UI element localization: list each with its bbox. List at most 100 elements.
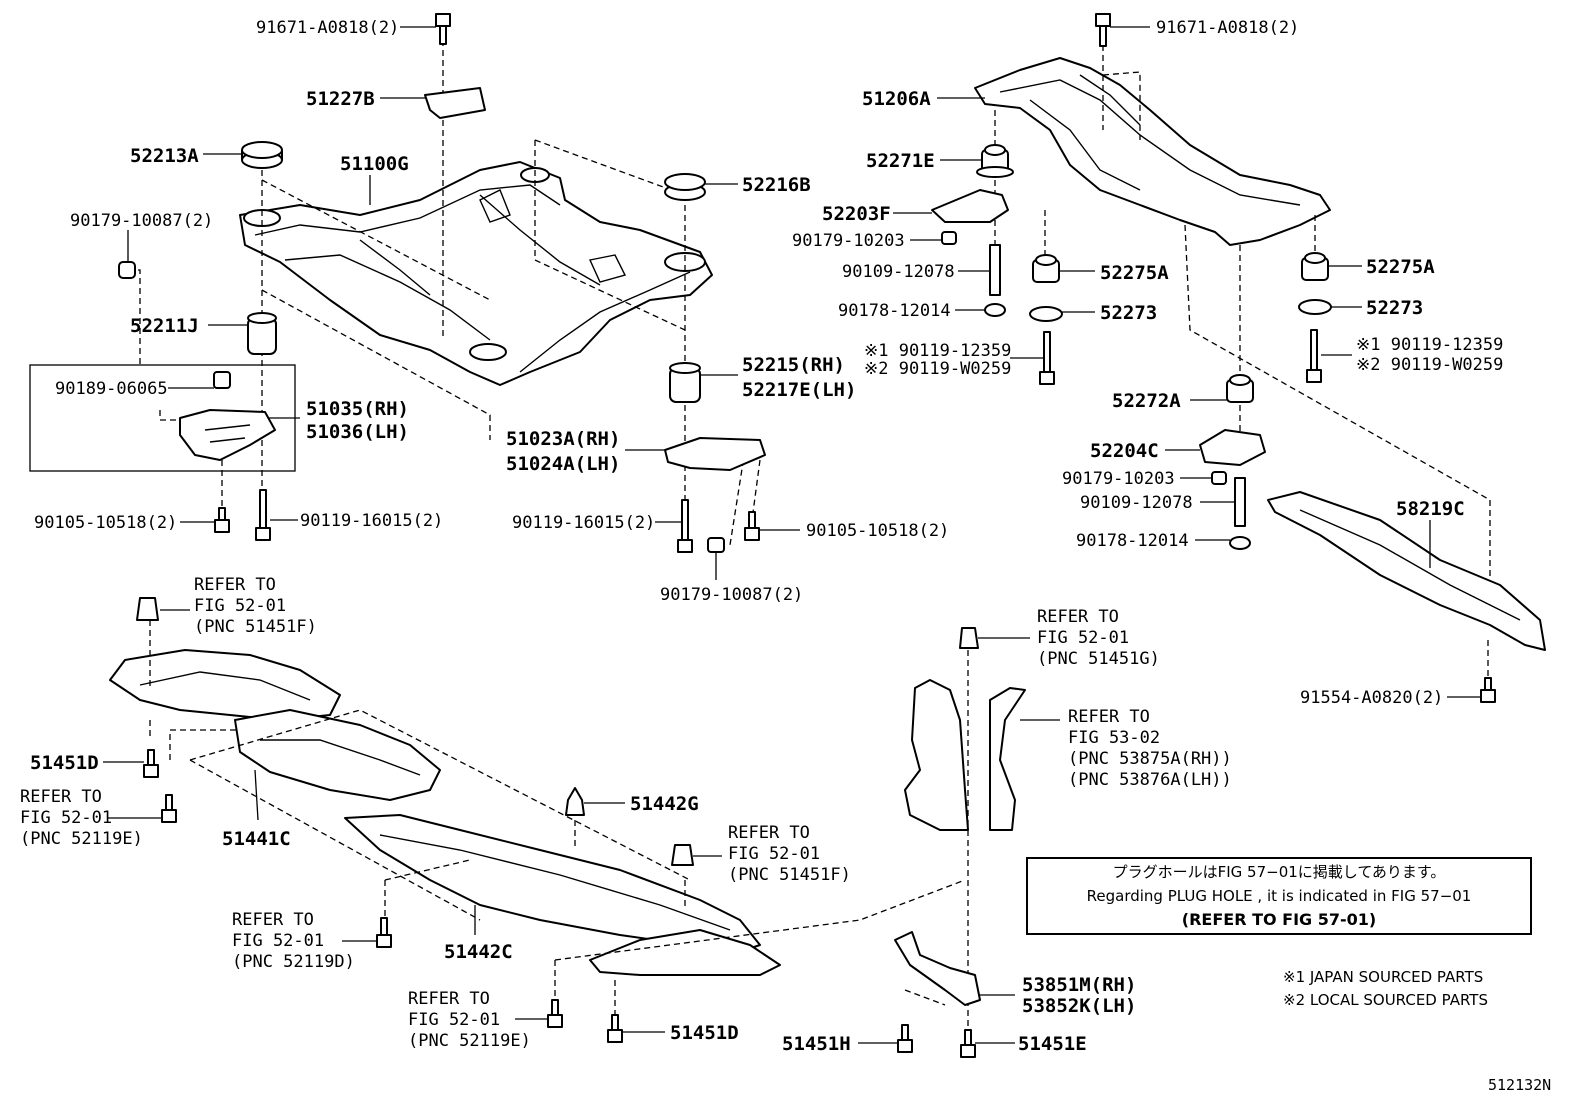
cover-front-lower <box>589 929 781 976</box>
nut-90179-10087-left <box>118 261 136 279</box>
label-52273-right: 52273 <box>1366 297 1423 319</box>
label-51451d-left: 51451D <box>30 752 99 774</box>
label-90179-10203-right: 90179-10203 <box>1062 469 1175 489</box>
cushion-52271e <box>976 144 1014 178</box>
bolt-52119d <box>376 917 392 948</box>
front-crossmember-51100g <box>239 161 713 386</box>
stud-90109-12078 <box>989 244 1001 296</box>
label-90119-12359-left: ※1 90119-12359 <box>864 341 1011 361</box>
bolt-52119e-bottom <box>547 999 563 1028</box>
part-labels: 91671-A0818(2) 51227B 52213A 51100G 9017… <box>20 18 1503 1055</box>
refer-53875a-line2: FIG 53-02 <box>1068 728 1160 748</box>
label-51451h: 51451H <box>782 1033 851 1055</box>
plug-hole-note: プラグホールはFIG 57−01に掲載してあります。 Regarding PLU… <box>1026 857 1532 935</box>
label-51441c: 51441C <box>222 828 291 850</box>
bolt-90105-10518-left <box>214 507 230 533</box>
label-91671-a0818-right: 91671-A0818(2) <box>1156 18 1299 38</box>
note-line-jp: プラグホールはFIG 57−01に掲載してあります。 <box>1113 863 1446 881</box>
label-90179-10203-left: 90179-10203 <box>792 231 905 251</box>
label-52211j: 52211J <box>130 315 199 337</box>
fender-liner-right <box>989 687 1026 831</box>
refer-51451f-mid-line1: REFER TO <box>728 823 810 843</box>
bracket-51227b <box>424 87 486 119</box>
label-52272a: 52272A <box>1112 390 1181 412</box>
figure-code: 512132N <box>1488 1076 1551 1094</box>
label-52203f: 52203F <box>822 203 891 225</box>
rear-crossmember-51206a <box>974 57 1331 246</box>
label-90109-12078-left: 90109-12078 <box>842 262 955 282</box>
stud-90109-12078-right <box>1234 477 1246 527</box>
refer-52119d-line1: REFER TO <box>232 910 314 930</box>
legend-japan-sourced: ※1 JAPAN SOURCED PARTS <box>1283 968 1483 986</box>
refer-51451f-mid-line3: (PNC 51451F) <box>728 865 851 885</box>
cushion-52215 <box>669 362 701 403</box>
washer-52273-right <box>1298 299 1332 315</box>
label-53851m: 53851M(RH) <box>1022 974 1136 996</box>
refer-53875a-line4: (PNC 53876A(LH)) <box>1068 770 1232 790</box>
brace-58219c <box>1267 491 1546 651</box>
label-51023a: 51023A(RH) <box>506 428 620 450</box>
label-90119-w0259-right: ※2 90119-W0259 <box>1356 355 1503 375</box>
cushion-52275a-left <box>1032 254 1060 283</box>
label-90119-16015-left: 90119-16015(2) <box>300 511 443 531</box>
refer-52119d-line2: FIG 52-01 <box>232 931 324 951</box>
bracket-53851m <box>894 931 981 1006</box>
bolt-52119e-left <box>161 794 177 823</box>
label-91554-a0820: 91554-A0820(2) <box>1300 688 1443 708</box>
leader-lines <box>103 26 1481 1044</box>
refer-52119e-bottom-line3: (PNC 52119E) <box>408 1031 531 1051</box>
bolt-51451h <box>897 1024 913 1053</box>
bolt-51451e <box>960 1029 976 1058</box>
label-90119-12359-right: ※1 90119-12359 <box>1356 335 1503 355</box>
refer-53875a-line1: REFER TO <box>1068 707 1150 727</box>
bolt-91554-a0820 <box>1480 677 1496 703</box>
label-52271e: 52271E <box>866 150 935 172</box>
label-58219c: 58219C <box>1396 498 1465 520</box>
plate-51035 <box>179 409 276 461</box>
label-90119-16015-right: 90119-16015(2) <box>512 513 655 533</box>
cushion-52213a <box>241 141 283 169</box>
refer-52119e-line2: FIG 52-01 <box>20 808 112 828</box>
note-line-en: Regarding PLUG HOLE , it is indicated in… <box>1087 887 1472 905</box>
label-51024a: 51024A(LH) <box>506 453 620 475</box>
bolt-51451d-left <box>143 749 159 778</box>
clip-51451f-mid <box>671 844 694 866</box>
label-52213a: 52213A <box>130 145 199 167</box>
label-51227b: 51227B <box>306 88 375 110</box>
washer-90179-10203 <box>941 231 957 245</box>
label-90109-12078-right: 90109-12078 <box>1080 493 1193 513</box>
plate-52204c <box>1199 429 1266 466</box>
refer-52119e-bottom-line1: REFER TO <box>408 989 490 1009</box>
bolt-90119-16015-left <box>255 489 271 541</box>
fender-liner <box>904 679 969 831</box>
label-52216b: 52216B <box>742 174 811 196</box>
bolt-90119-16015-right <box>677 499 693 553</box>
refer-51451f-line2: FIG 52-01 <box>194 596 286 616</box>
source-legend: ※1 JAPAN SOURCED PARTS ※2 LOCAL SOURCED … <box>1283 968 1488 1009</box>
label-51100g: 51100G <box>340 153 409 175</box>
washer-52273-left <box>1029 306 1063 322</box>
cushion-52275a-right <box>1301 252 1329 281</box>
label-51442g: 51442G <box>630 793 699 815</box>
bolt-91671-a0818-left <box>435 13 451 45</box>
label-51451d-bottom: 51451D <box>670 1022 739 1044</box>
label-52275a-left: 52275A <box>1100 262 1169 284</box>
refer-51451f-mid-line2: FIG 52-01 <box>728 844 820 864</box>
refer-51451f-line3: (PNC 51451F) <box>194 617 317 637</box>
clip-90189-06065 <box>213 371 231 389</box>
label-90179-10087-right: 90179-10087(2) <box>660 585 803 605</box>
cover-51441c-upper <box>109 649 341 721</box>
refer-52119e-line3: (PNC 52119E) <box>20 829 143 849</box>
nut-90179-10087-right <box>707 537 725 553</box>
label-90179-10087-left: 90179-10087(2) <box>70 211 213 231</box>
label-51442c: 51442C <box>444 941 513 963</box>
plate-52203f <box>931 189 1009 223</box>
cushion-52211j <box>247 312 277 355</box>
refer-52119e-line1: REFER TO <box>20 787 102 807</box>
label-90105-10518-right: 90105-10518(2) <box>806 521 949 541</box>
label-51451e: 51451E <box>1018 1033 1087 1055</box>
label-53852k: 53852K(LH) <box>1022 995 1136 1017</box>
refer-52119d-line3: (PNC 52119D) <box>232 952 355 972</box>
cushion-52216b <box>664 173 706 201</box>
